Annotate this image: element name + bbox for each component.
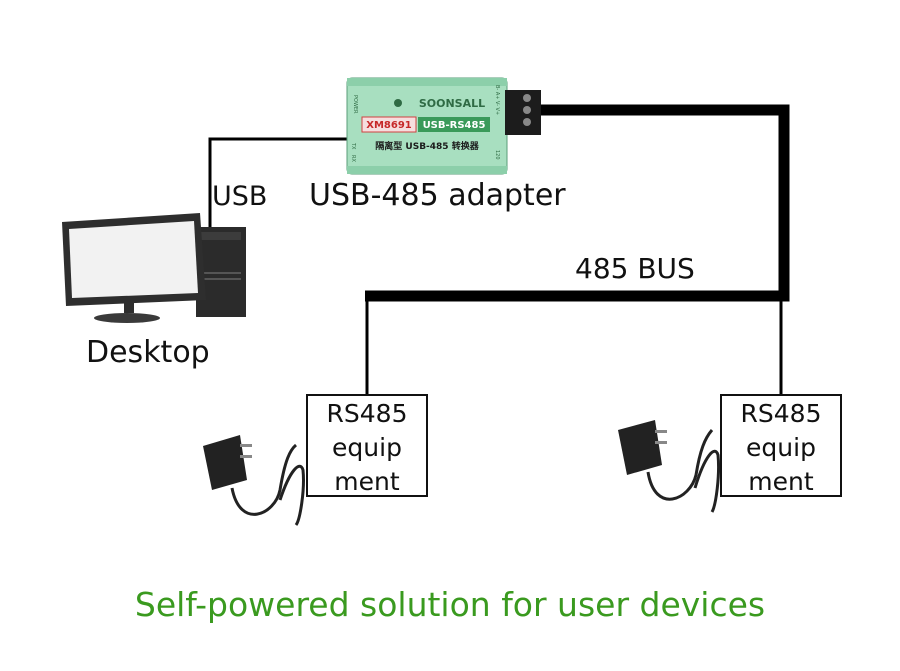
device-1-line-3: ment xyxy=(334,467,400,496)
adapter-rx-label: RX xyxy=(350,155,356,162)
desktop-label: Desktop xyxy=(86,335,210,370)
usb-label: USB xyxy=(212,181,268,212)
device-1-line-2: equip xyxy=(332,433,402,462)
adapter-model-text: XM8691 xyxy=(366,120,412,131)
brand-logo-icon xyxy=(394,99,402,107)
usb-cable xyxy=(208,137,350,235)
device-1-line-1: RS485 xyxy=(326,399,408,428)
adapter-power-label: POWER xyxy=(352,95,358,114)
rs485-device-box-1: RS485 equip ment xyxy=(306,394,428,497)
adapter-chinese-label: 隔离型 USB-485 转换器 xyxy=(375,140,479,152)
adapter-pins-label: B- A+ V- V+ xyxy=(494,85,500,115)
device-2-line-1: RS485 xyxy=(740,399,822,428)
adapter-resistor-label: 120 xyxy=(494,150,500,160)
adapter-brand-text: SOONSALL xyxy=(419,97,485,110)
rs485-bus-line xyxy=(365,104,790,302)
device-2-line-3: ment xyxy=(748,467,814,496)
rs485-device-box-2: RS485 equip ment xyxy=(720,394,842,497)
usb-485-adapter-icon: XM8691 USB-RS485 SOONSALL 隔离型 USB-485 转换… xyxy=(346,77,541,175)
caption: Self-powered solution for user devices xyxy=(134,585,766,624)
power-adapter-2-icon xyxy=(618,420,720,513)
bus-label: 485 BUS xyxy=(575,252,695,285)
desktop-computer-icon xyxy=(62,213,246,323)
adapter-label: USB-485 adapter xyxy=(309,178,566,213)
power-adapter-1-icon xyxy=(203,435,305,526)
adapter-product-text: USB-RS485 xyxy=(423,120,486,131)
device-2-line-2: equip xyxy=(746,433,816,462)
adapter-tx-label: TX xyxy=(350,142,356,150)
